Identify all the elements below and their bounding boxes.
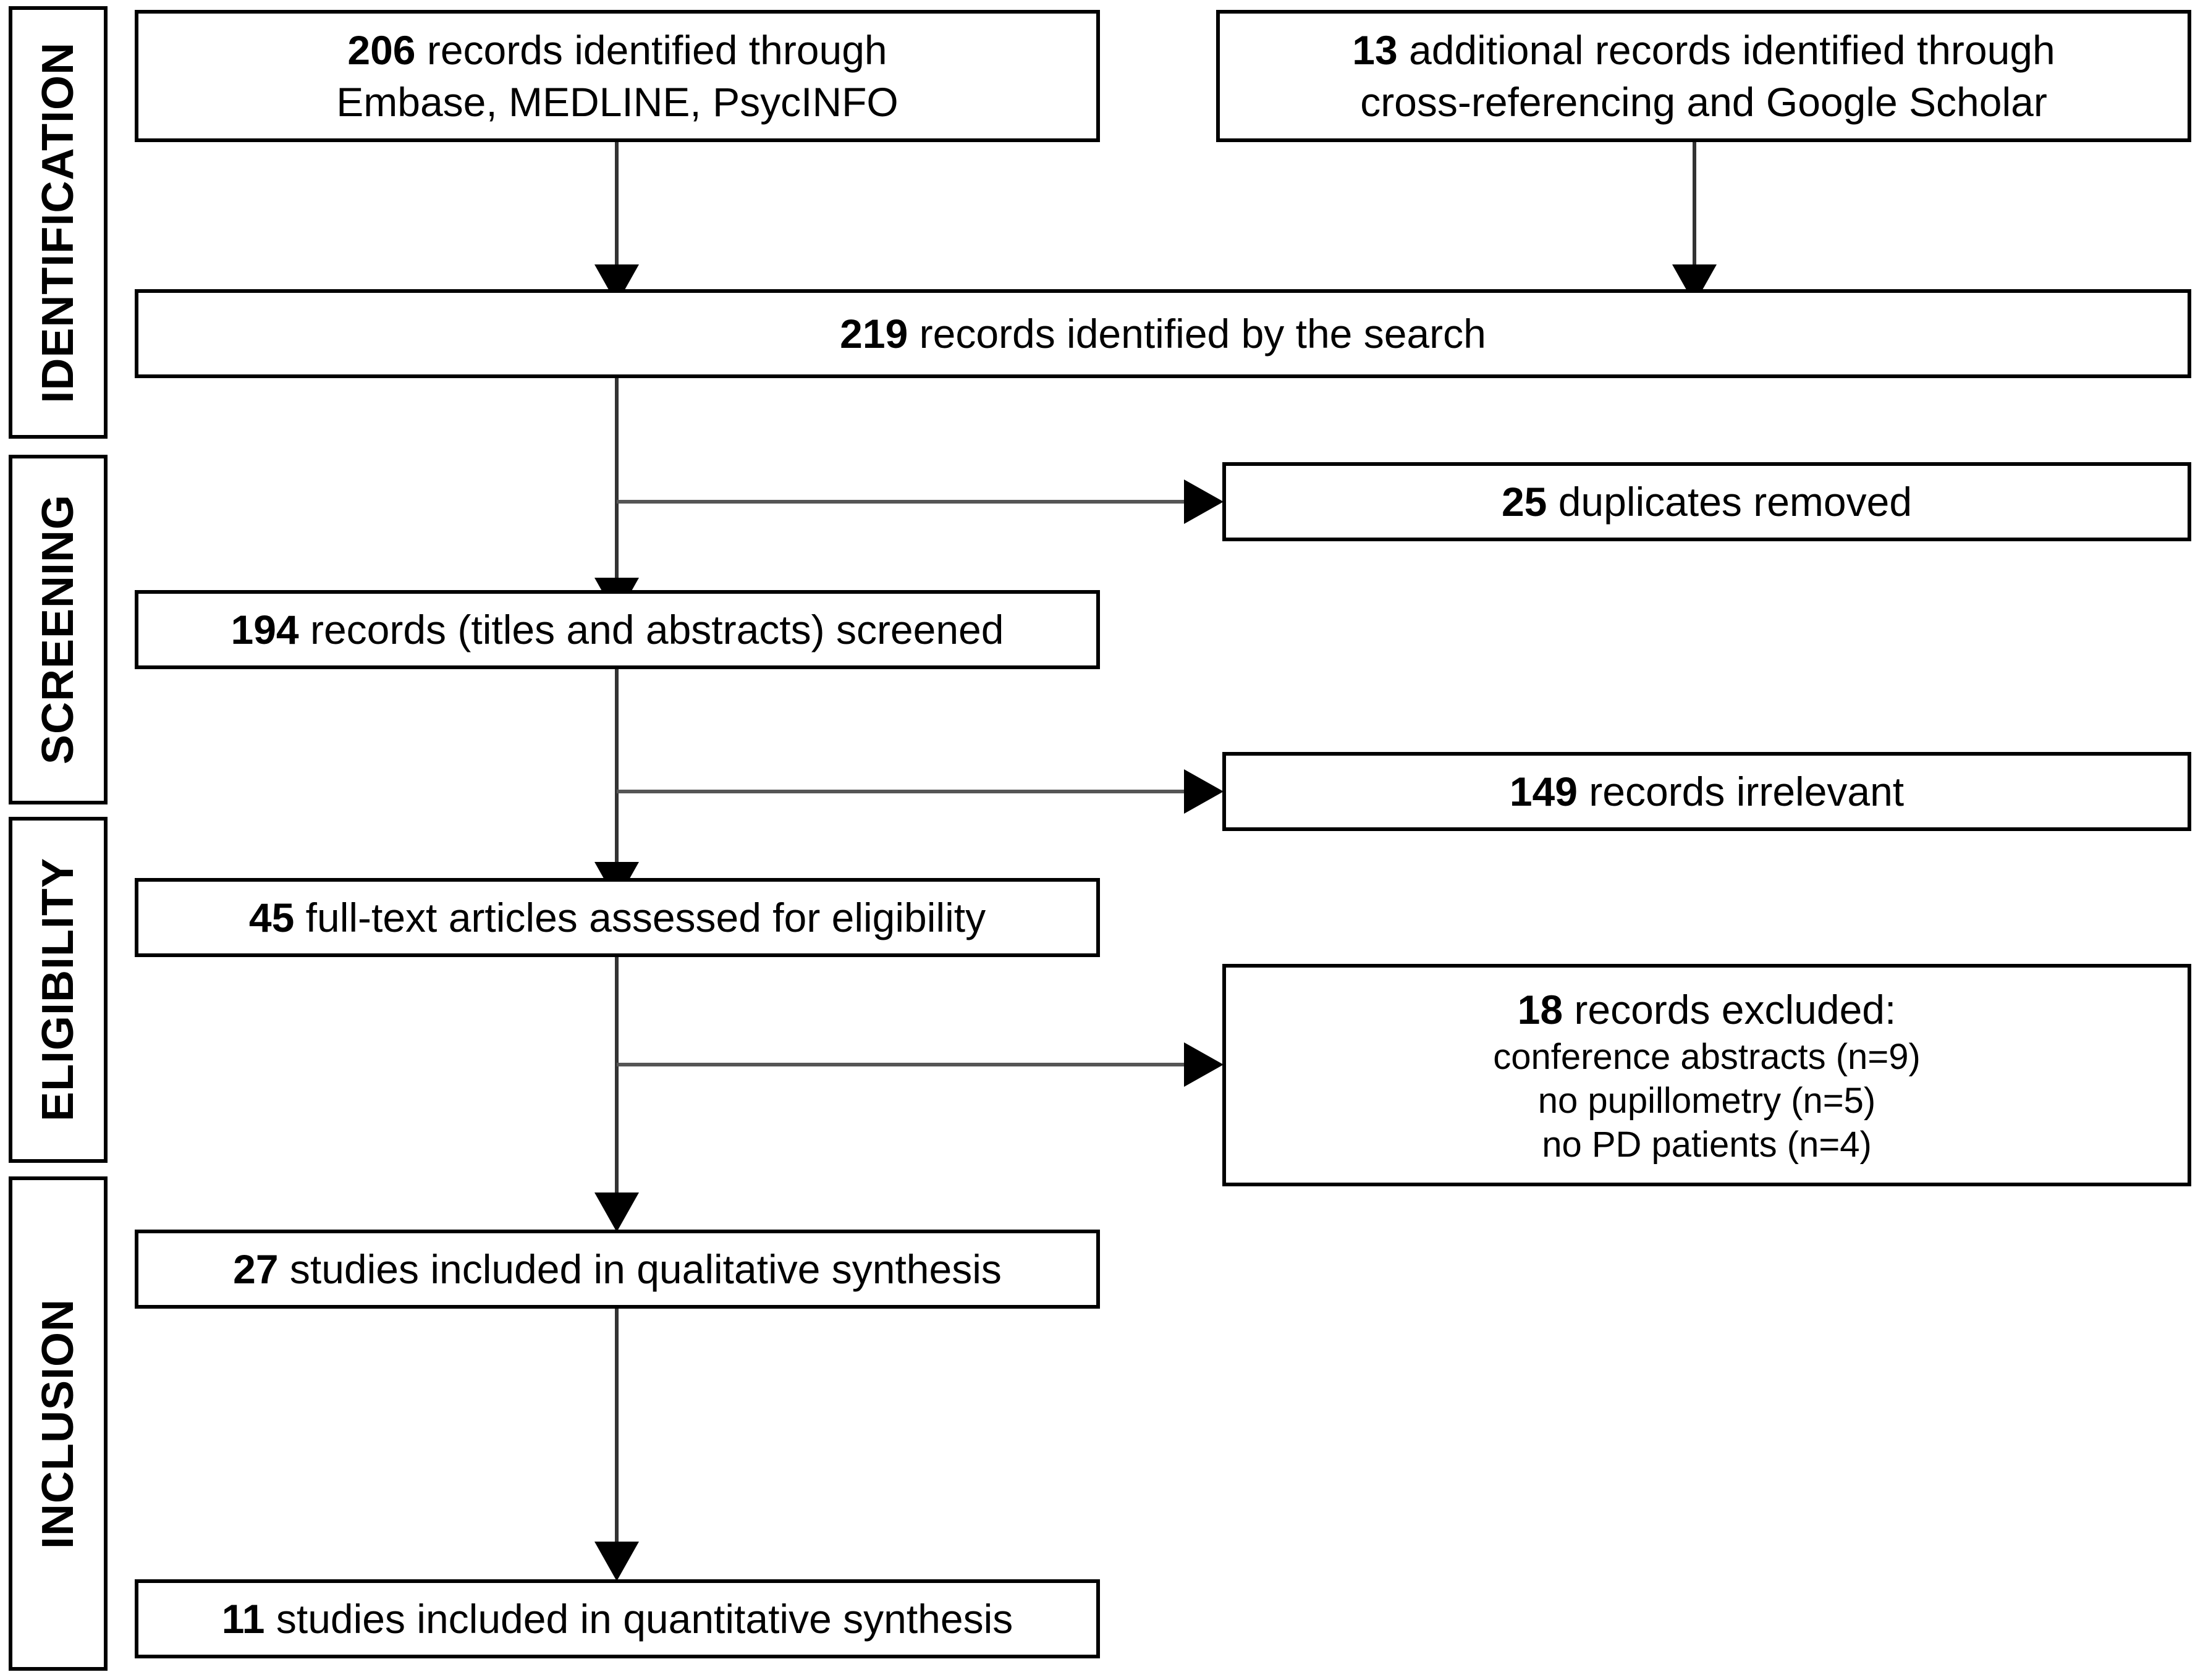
box-duplicates-removed-count: 25	[1501, 478, 1547, 525]
stage-label-inclusion: INCLUSION	[33, 1298, 83, 1549]
stage-label-screening: SCREENING	[33, 494, 83, 765]
box-records-screened-count: 194	[230, 606, 299, 652]
arrow-qualitative-to-quantitative	[594, 1294, 639, 1581]
arrow-trunk-main	[594, 378, 639, 617]
box-qualitative-synthesis-line1: 27 studies included in qualitative synth…	[233, 1243, 1002, 1295]
box-records-excluded-rest: records excluded:	[1563, 986, 1896, 1032]
stage-label-identification: IDENTIFICATION	[33, 41, 83, 403]
box-records-excluded-count: 18	[1517, 986, 1563, 1032]
box-quantitative-synthesis: 11 studies included in quantitative synt…	[135, 1579, 1100, 1658]
box-records-irrelevant-rest: records irrelevant	[1577, 768, 1905, 814]
arrow-screened-to-fulltext	[594, 669, 639, 901]
box-records-additional-count: 13	[1352, 27, 1398, 73]
stage-band-identification: IDENTIFICATION	[9, 6, 108, 439]
box-qualitative-synthesis-rest: studies included in qualitative synthesi…	[278, 1246, 1002, 1292]
arrow-databases-to-total	[594, 142, 639, 304]
box-fulltext-assessed-count: 45	[248, 894, 295, 940]
box-records-excluded: 18 records excluded: conference abstract…	[1222, 964, 2191, 1186]
box-records-excluded-reason-1: conference abstracts (n=9)	[1493, 1037, 1921, 1078]
box-records-screened-line1: 194 records (titles and abstracts) scree…	[231, 604, 1004, 656]
box-records-additional: 13 additional records identified through…	[1216, 10, 2191, 142]
arrow-additional-to-total	[1672, 142, 1717, 304]
box-records-irrelevant-count: 149	[1509, 768, 1578, 814]
stage-band-eligibility: ELIGIBILITY	[9, 817, 108, 1163]
box-records-irrelevant-line1: 149 records irrelevant	[1510, 766, 1904, 817]
box-records-databases-count: 206	[347, 27, 416, 73]
box-qualitative-synthesis-count: 27	[233, 1246, 279, 1292]
box-records-excluded-line1: 18 records excluded:	[1518, 984, 1896, 1036]
stage-label-eligibility: ELIGIBILITY	[33, 858, 83, 1122]
arrow-to-excluded	[617, 1042, 1224, 1087]
arrow-to-irrelevant	[617, 769, 1224, 814]
box-records-databases-rest: records identified through	[415, 27, 887, 73]
box-records-screened-rest: records (titles and abstracts) screened	[298, 606, 1004, 652]
box-fulltext-assessed-line1: 45 full-text articles assessed for eligi…	[249, 892, 986, 943]
box-records-additional-rest: additional records identified through	[1397, 27, 2055, 73]
box-quantitative-synthesis-line1: 11 studies included in quantitative synt…	[222, 1593, 1013, 1645]
box-records-additional-line1: 13 additional records identified through	[1352, 24, 2055, 76]
box-records-total: 219 records identified by the search	[135, 289, 2191, 378]
box-records-total-rest: records identified by the search	[908, 310, 1486, 357]
box-records-databases-line2: Embase, MEDLINE, PsycINFO	[336, 79, 899, 125]
box-records-screened: 194 records (titles and abstracts) scree…	[135, 590, 1100, 669]
box-records-excluded-reason-3: no PD patients (n=4)	[1542, 1124, 1872, 1165]
box-duplicates-removed-line1: 25 duplicates removed	[1502, 476, 1912, 528]
box-duplicates-removed: 25 duplicates removed	[1222, 462, 2191, 541]
box-quantitative-synthesis-rest: studies included in quantitative synthes…	[264, 1595, 1013, 1642]
box-fulltext-assessed-rest: full-text articles assessed for eligibil…	[294, 894, 986, 940]
box-records-excluded-reason-2: no pupillometry (n=5)	[1537, 1080, 1876, 1121]
box-fulltext-assessed: 45 full-text articles assessed for eligi…	[135, 878, 1100, 957]
box-records-irrelevant: 149 records irrelevant	[1222, 752, 2191, 831]
box-duplicates-removed-rest: duplicates removed	[1547, 478, 1913, 525]
box-records-additional-line2: cross-referencing and Google Scholar	[1360, 79, 2047, 125]
box-qualitative-synthesis: 27 studies included in qualitative synth…	[135, 1230, 1100, 1309]
stage-band-screening: SCREENING	[9, 455, 108, 804]
box-records-total-count: 219	[840, 310, 908, 357]
stage-band-inclusion: INCLUSION	[9, 1176, 108, 1671]
box-records-databases-line1: 206 records identified through	[347, 24, 887, 76]
arrow-to-duplicates	[617, 479, 1224, 524]
box-quantitative-synthesis-count: 11	[221, 1595, 265, 1642]
arrow-fulltext-to-qualitative	[594, 957, 639, 1232]
box-records-total-line1: 219 records identified by the search	[840, 308, 1486, 360]
box-records-databases: 206 records identified through Embase, M…	[135, 10, 1100, 142]
